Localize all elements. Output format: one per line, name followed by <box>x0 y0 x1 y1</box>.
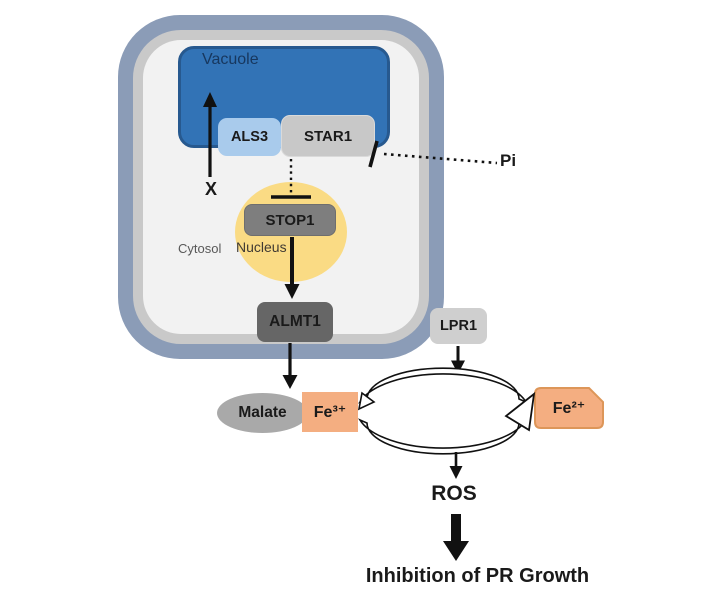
star1-transporter: STAR1 <box>281 115 375 157</box>
stop1-transcription-factor: STOP1 <box>244 204 336 236</box>
redox-cycle-top-arc <box>357 367 529 404</box>
almt1-label: ALMT1 <box>269 313 321 330</box>
inhibition-arrow-head <box>443 541 469 561</box>
fe3-label: Fe³⁺ <box>313 404 347 421</box>
als3-transporter: ALS3 <box>218 118 281 156</box>
fe2-shape <box>534 387 604 429</box>
lpr1-arrow-head <box>451 360 465 374</box>
als3-label: ALS3 <box>230 129 269 145</box>
fe2-molecule: Fe²⁺ <box>535 390 603 426</box>
ros-arrow-head <box>449 466 463 479</box>
nucleus-label: Nucleus <box>236 239 287 255</box>
redox-cycle-bottom-arc <box>357 418 529 455</box>
pi-label: Pi <box>500 151 517 170</box>
fe2-box-outline <box>534 387 604 429</box>
vacuole-label: Vacuole <box>202 51 259 68</box>
stop1-label: STOP1 <box>265 211 315 229</box>
lpr1-ferroxidase: LPR1 <box>430 308 487 344</box>
fe3-molecule: Fe³⁺ <box>302 392 358 432</box>
lpr1-label: LPR1 <box>439 318 478 334</box>
fe2-label: Fe²⁺ <box>552 400 586 417</box>
cytosol-label: Cytosol <box>178 241 222 256</box>
redox-cycle-fe3-arrow-head <box>357 391 376 411</box>
almt1-transporter: ALMT1 <box>257 302 333 342</box>
x-factor-label: X <box>204 179 217 199</box>
redox-cycle-fe2-arrow-head <box>504 391 536 432</box>
inhibition-outcome-label: Inhibition of PR Growth <box>365 565 590 587</box>
ros-label: ROS <box>431 482 477 505</box>
malate-molecule: Malate <box>217 393 308 433</box>
malate-label: Malate <box>238 404 287 421</box>
star1-label: STAR1 <box>303 127 353 145</box>
almt1-malate-arrow-head <box>282 375 298 389</box>
